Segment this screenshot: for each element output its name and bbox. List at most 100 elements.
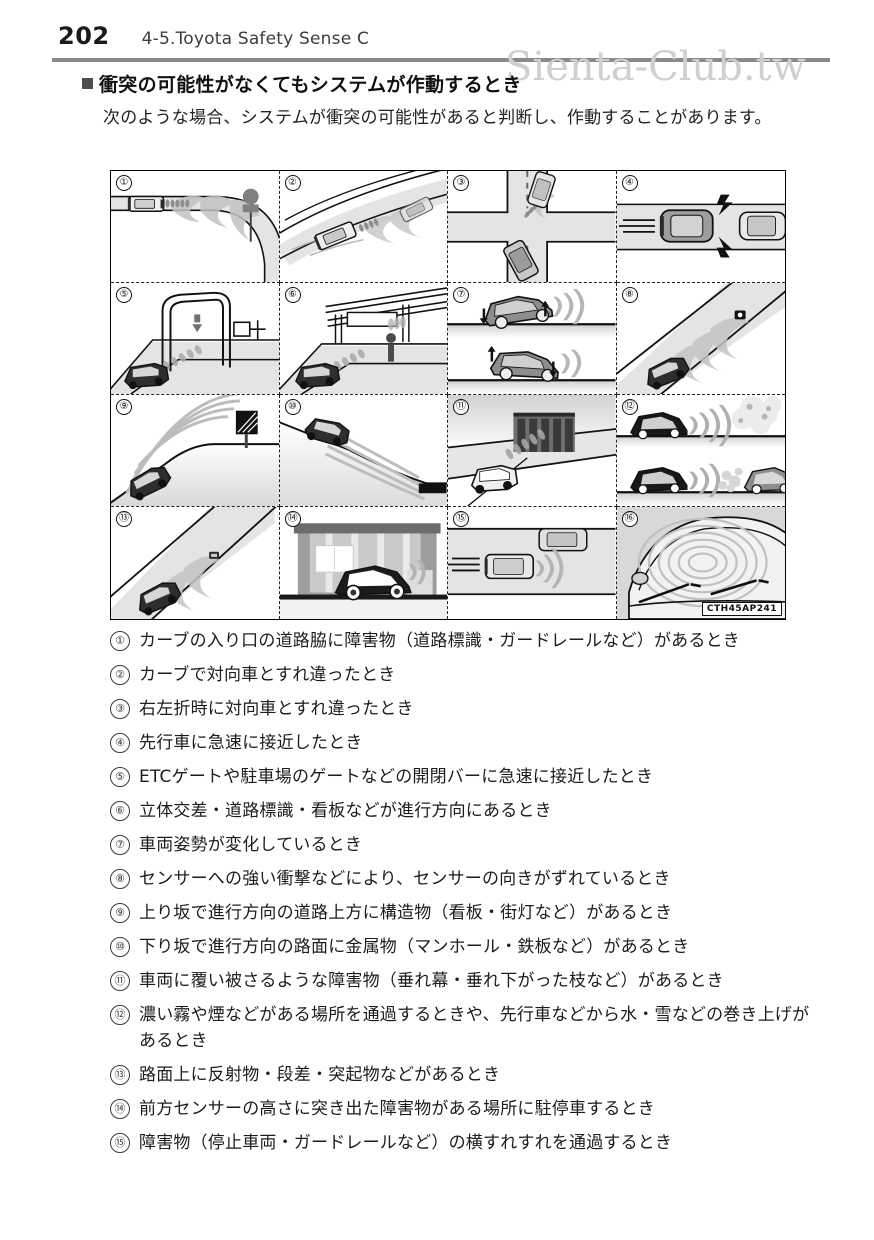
ego-vehicle-icon [127,195,165,213]
page-number: 202 [58,22,110,50]
figure-number-1: ① [116,175,132,191]
list-item: ⑪ 車両に覆い被さるような障害物（垂れ幕・垂れ下がった枝など）があるとき [110,968,810,994]
list-item-text: 立体交差・道路標識・看板などが進行方向にあるとき [139,801,552,821]
figure-cell-13: ⑬ [111,507,280,619]
list-item-text: 下り坂で進行方向の路面に金属物（マンホール・鉄板など）があるとき [139,937,690,957]
list-marker: ⑤ [110,767,130,787]
ego-vehicle-icon-top [629,411,687,440]
figure-cell-7: ⑦ [448,283,617,395]
list-marker: ⑪ [110,971,130,991]
list-item-text: カーブの入り口の道路脇に障害物（道路標識・ガードレールなど）があるとき [139,631,740,651]
list-item-text: センサーへの強い衝撃などにより、センサーの向きがずれているとき [139,869,671,889]
header-divider [52,58,830,62]
ego-vehicle-icon-tilted-down [489,351,559,382]
intro-paragraph: 次のような場合、システムが衝突の可能性があると判断し、作動することがあります。 [103,108,772,128]
figure-cell-12: ⑫ [616,395,785,507]
ego-vehicle-icon [130,466,172,501]
parked-vehicle-icon [334,565,412,601]
list-marker: ⑦ [110,835,130,855]
list-item: ⑩ 下り坂で進行方向の路面に金属物（マンホール・鉄板など）があるとき [110,934,810,960]
figure-cell-2: ② [279,171,448,283]
impact-flash-icon [716,194,733,258]
oncoming-vehicle-icon [398,196,433,223]
list-item: ④ 先行車に急速に接近したとき [110,730,810,756]
figure-number-11: ⑪ [453,399,469,415]
list-item: ⑧ センサーへの強い衝撃などにより、センサーの向きがずれているとき [110,866,810,892]
section-heading-label: 衝突の可能性がなくてもシステムが作動するとき [99,74,522,96]
figure-number-3: ③ [453,175,469,191]
list-item: ② カーブで対向車とすれ違ったとき [110,662,810,688]
figure-number-10: ⑩ [284,399,301,415]
ego-vehicle-icon-bottom [629,466,687,495]
speed-lines-icon [618,219,655,233]
figure-cell-11: ⑪ [448,395,617,507]
ego-vehicle-icon [484,553,535,580]
side-mirror-icon [630,571,649,586]
lead-vehicle-icon [738,211,785,241]
parking-obstacle-illustration [279,507,447,619]
figure-number-14: ⑭ [284,511,301,527]
ego-vehicle-icon [124,362,170,390]
figure-cell-10: ⑩ [279,395,448,507]
figure-cell-3: ③ [448,171,617,283]
curve-roadside-obstacle-illustration [111,188,279,282]
rapid-approach-illustration [616,194,785,258]
list-item-text: 右左折時に対向車とすれ違ったとき [139,699,414,719]
list-marker: ⑨ [110,903,130,923]
figure-cell-8: ⑧ [616,283,785,395]
square-bullet-icon [82,78,93,89]
list-item-text: 濃い霧や煙などがある場所を通過するときや、先行車などから水・雪などの巻き上げがあ… [139,1005,810,1051]
sensor-misalignment-illustration [616,283,785,394]
figure-number-15: ⑮ [453,511,469,527]
list-item: ⑮ 障害物（停止車両・ガードレールなど）の横すれすれを通過するとき [110,1130,810,1156]
list-item: ⑨ 上り坂で進行方向の道路上方に構造物（看板・街灯など）があるとき [110,900,810,926]
list-marker: ④ [110,733,130,753]
intersection-turn-illustration [448,171,616,282]
list-item: ⑥ 立体交差・道路標識・看板などが進行方向にあるとき [110,798,810,824]
figure-number-4: ④ [621,175,638,191]
list-item-text: ETCゲートや駐車場のゲートなどの開閉バーに急速に接近したとき [139,767,654,787]
list-item-text: カーブで対向車とすれ違ったとき [139,665,396,685]
passing-obstacle-illustration [448,527,616,596]
vehicle-attitude-illustration [448,288,616,394]
figure-number-16: ⑯ [621,511,638,527]
banner-icon [513,412,575,452]
road-reflector-icon [209,551,220,559]
windshield-view-illustration [616,507,785,619]
figure-cell-1: ① [111,171,280,283]
list-marker: ② [110,665,130,685]
overhanging-obstacle-illustration [448,395,616,506]
list-marker: ⑩ [110,937,130,957]
gate-bar-icon [233,320,266,340]
figure-cell-9: ⑨ [111,395,280,507]
section-breadcrumb: 4-5.Toyota Safety Sense C [141,29,370,49]
figure-number-12: ⑫ [621,399,638,415]
illustration-grid: ① [110,170,786,620]
gate-frame-icon [161,291,231,372]
sensor-wave-icon [408,559,426,585]
figure-number-5: ⑤ [116,287,132,303]
building-roof-icon [293,523,441,534]
list-marker: ③ [110,699,130,719]
uphill-structure-illustration [111,395,279,506]
figure-cell-6: ⑥ [279,283,448,395]
roadside-obstacle-icon [242,188,259,242]
figure-number-6: ⑥ [284,287,301,303]
fog-cloud-icon [731,395,782,435]
ego-vehicle-icon [659,209,714,243]
figure-number-8: ⑧ [621,287,638,303]
metal-plate-icon [418,483,447,494]
list-marker: ⑫ [110,1005,130,1025]
list-item-text: 車両姿勢が変化しているとき [139,835,363,855]
figure-cell-5: ⑤ [111,283,280,395]
ego-vehicle-icon [294,362,340,390]
list-marker: ⑭ [110,1099,130,1119]
spray-icon [717,467,743,493]
oncoming-vehicle-icon [527,171,556,209]
downhill-metal-illustration [279,418,447,506]
speed-lines-icon [448,557,480,572]
list-item-text: 前方センサーの高さに突き出た障害物がある場所に駐停車するとき [139,1099,655,1119]
wiper-icon [637,579,769,604]
list-item-text: 路面上に反射物・段差・突起物などがあるとき [139,1065,501,1085]
list-marker: ⑧ [110,869,130,889]
